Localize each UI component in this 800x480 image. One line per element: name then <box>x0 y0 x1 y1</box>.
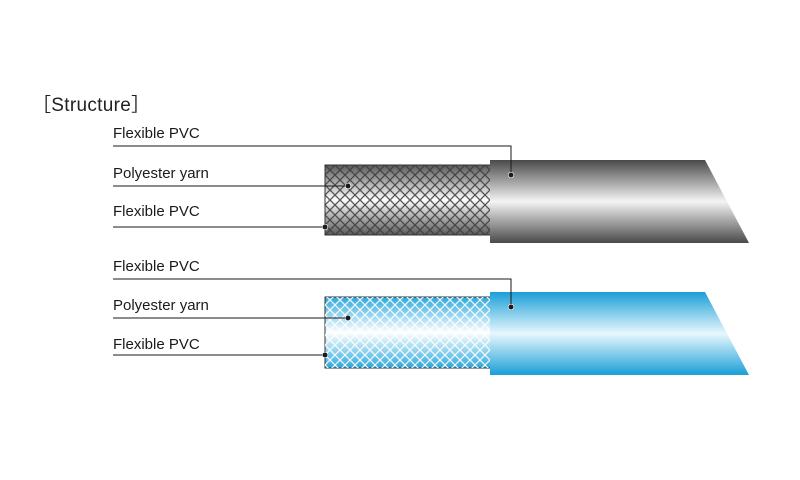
blue-inner-leader-dot <box>321 351 329 359</box>
gray-outer-leader-dot <box>507 171 515 179</box>
blue-yarn-leader-dot <box>344 314 352 322</box>
blue-outer-layer-label: Flexible PVC <box>113 258 200 275</box>
gray-outer-tube <box>490 160 749 243</box>
gray-hose <box>113 145 749 243</box>
gray-outer-layer-label: Flexible PVC <box>113 125 200 142</box>
structure-heading: ［Structure］ <box>32 95 151 116</box>
blue-outer-leader-dot <box>507 303 515 311</box>
gray-outer-leader-line <box>113 145 512 175</box>
blue-hose <box>113 278 749 375</box>
blue-inner-layer-label: Flexible PVC <box>113 336 200 353</box>
gray-yarn-leader-dot <box>344 182 352 190</box>
gray-inner-leader-dot <box>321 223 329 231</box>
gray-braid-mesh <box>325 165 492 235</box>
blue-outer-leader-line <box>113 278 512 307</box>
gray-inner-layer-label: Flexible PVC <box>113 203 200 220</box>
blue-braid-mesh <box>325 297 492 368</box>
blue-yarn-layer-label: Polyester yarn <box>113 297 209 314</box>
blue-outer-tube <box>490 292 749 375</box>
gray-yarn-layer-label: Polyester yarn <box>113 165 209 182</box>
